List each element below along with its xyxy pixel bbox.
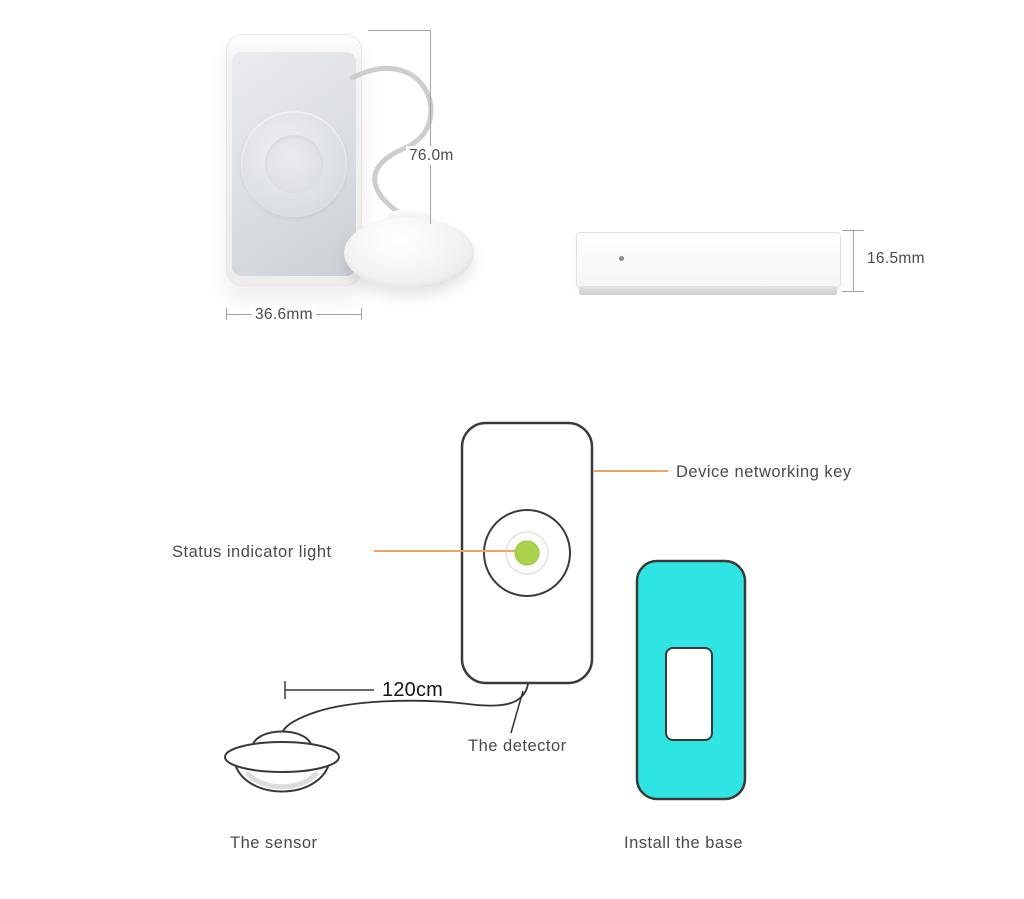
detector-outer-circle	[483, 509, 571, 597]
cable-length-label: 120cm	[382, 679, 444, 701]
base-outline	[635, 559, 747, 801]
sensor-bowl-outline	[233, 759, 331, 793]
networking-key-label: Device networking key	[676, 463, 852, 481]
photo-cable-line	[349, 65, 434, 223]
height-dim-top-tick	[368, 30, 430, 31]
thickness-dim-line	[853, 230, 854, 292]
width-dim-left-tick	[226, 308, 227, 320]
height-dim-line	[430, 30, 431, 224]
detector-outline	[460, 421, 594, 685]
detector-label: The detector	[468, 737, 567, 755]
base-label: Install the base	[624, 834, 743, 852]
base-window	[665, 647, 713, 741]
width-dim-label: 36.6mm	[252, 305, 316, 324]
sensor-bowl-shading	[245, 771, 319, 790]
side-view-led-dot	[619, 256, 624, 261]
side-view-body	[576, 232, 841, 288]
status-light-label: Status indicator light	[172, 543, 332, 561]
sensor-rim-outline	[224, 741, 340, 773]
detector-leader-line	[510, 690, 524, 734]
detector-button-circle	[505, 531, 549, 575]
detector-photo-inner-circle	[265, 135, 323, 193]
thickness-dim-label: 16.5mm	[864, 249, 928, 268]
sensor-dome-outline	[251, 730, 313, 753]
height-dim-label: 76.0m	[406, 146, 457, 165]
photo-cable	[349, 65, 434, 223]
sensor-photo-disc	[344, 217, 474, 289]
detector-photo-sensor-circle	[241, 111, 347, 217]
status-led-icon	[514, 540, 540, 566]
width-dim-right-tick	[361, 308, 362, 320]
sensor-label: The sensor	[230, 834, 318, 852]
side-view-base-strip	[579, 286, 837, 295]
